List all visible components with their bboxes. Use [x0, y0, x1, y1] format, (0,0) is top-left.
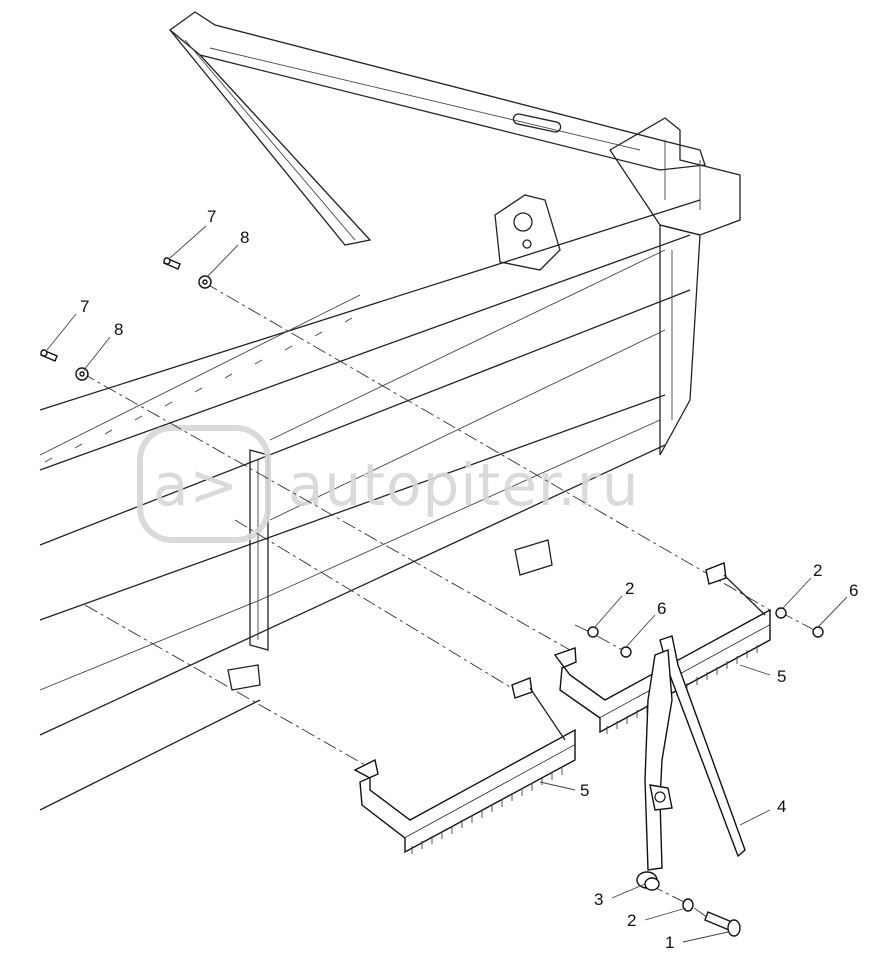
callout-6-right: 6	[849, 581, 858, 600]
watermark-logo-box	[137, 425, 271, 543]
callout-labels: 7 8 7 8 2 6 2 6 5 5 4 3 2 1	[80, 207, 858, 952]
bolt-7-upper	[163, 257, 181, 270]
callout-8-lower: 8	[114, 320, 123, 339]
bolt-7-lower	[40, 349, 58, 362]
washer-8-lower	[75, 367, 89, 381]
divider-rod-4	[644, 635, 746, 871]
washer-8-upper	[198, 275, 212, 289]
callout-3: 3	[594, 890, 603, 909]
header-frame	[39, 11, 741, 811]
watermark-text: autopiter.ru	[288, 451, 639, 519]
watermark-logo-glyph: a>	[153, 451, 239, 519]
callout-5-right: 5	[777, 667, 786, 686]
callout-5-left: 5	[580, 781, 589, 800]
watermark: a> autopiter.ru	[137, 425, 639, 543]
nut-6-middle	[620, 646, 632, 658]
sickle-teeth-row	[39, 294, 361, 463]
callout-6-middle: 6	[657, 599, 666, 618]
spacer-3	[636, 871, 660, 891]
callout-2-middle: 2	[625, 579, 634, 598]
washer-2-middle	[587, 626, 599, 638]
washer-2-lower	[682, 898, 694, 912]
callout-8-upper: 8	[240, 228, 249, 247]
nut-6-right	[812, 626, 824, 638]
comb-guard-5-left	[353, 677, 576, 854]
callout-leaders	[46, 225, 848, 943]
callout-7-upper: 7	[207, 207, 216, 226]
callout-4: 4	[777, 797, 786, 816]
callout-7-lower: 7	[80, 297, 89, 316]
callout-2-lower: 2	[627, 911, 636, 930]
bolt-1	[704, 911, 741, 937]
washer-2-right	[775, 607, 787, 619]
callout-2-right: 2	[813, 561, 822, 580]
callout-1: 1	[665, 933, 674, 952]
